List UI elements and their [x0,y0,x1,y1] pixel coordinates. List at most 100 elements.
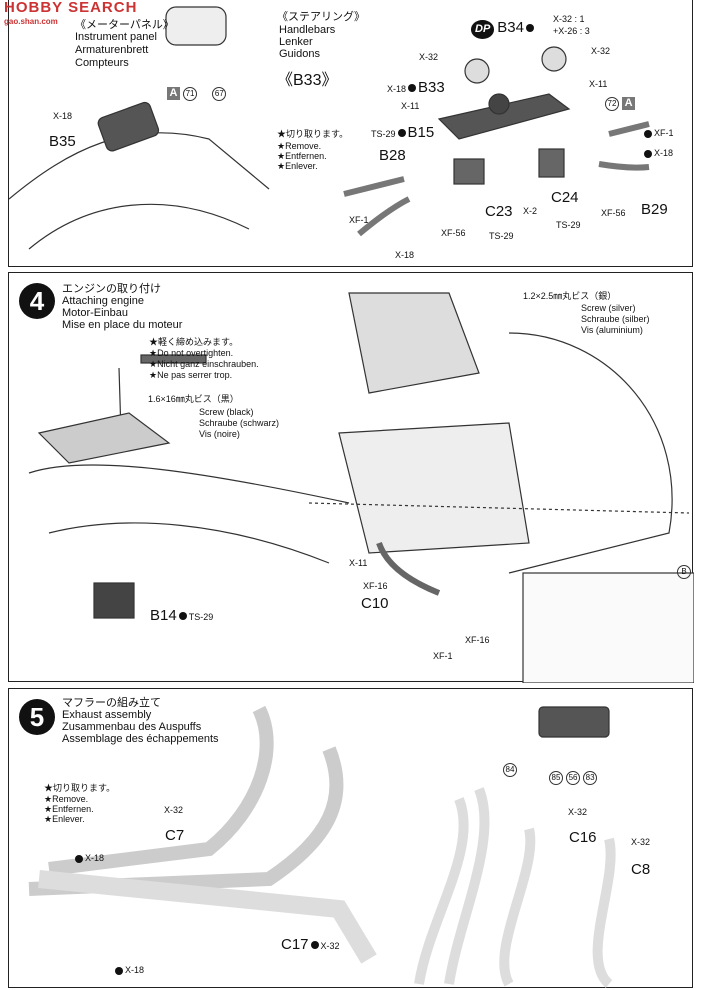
step5-remove-jp: ★切り取ります。 [44,783,116,793]
xf56-right: XF-56 [601,208,626,218]
watermark-logo: HOBBY SEARCH [4,0,138,16]
sprue-a-badge-72: A [622,97,636,110]
b15-paint: TS-29 [371,129,396,139]
instrument-panel-title-jp: 《メーターパネル》 [75,19,174,31]
exhaust-assembly-drawing [28,705,616,988]
step4-title-jp: エンジンの取り付け [62,283,161,295]
c17-paint: X-32 [320,941,340,951]
instrument-panel-title-en: Instrument panel [75,31,157,43]
remove-note-fr: ★Enlever. [277,161,318,171]
handlebars-title-en: Handlebars [279,24,336,36]
decal-83-label: 83 [583,771,598,785]
part-b33: X-18 B33 [387,79,445,96]
x18-top: X-18 [73,853,104,864]
instrument-panel-title-fr: Compteurs [75,57,129,69]
x2-label: X-2 [523,206,538,216]
b14-label: B14 [150,607,177,624]
step4-title-fr: Mise en place du moteur [62,319,183,331]
xf56-left: XF-56 [441,228,466,238]
xf1-right: XF-1 [642,128,674,139]
x11-label: X-11 [349,558,368,568]
c23-paint: TS-29 [489,231,514,241]
xf1-label: XF-1 [433,651,453,661]
step-5-badge: 5 [19,699,55,735]
screw-silver-fr: Vis (aluminium) [581,325,643,335]
screw-black-fr: Vis (noire) [199,429,240,439]
step-4-badge: 4 [19,283,55,319]
decal-85-label: 85 [549,771,563,785]
decal-56-label: 56 [566,771,581,785]
xf16-right: XF-16 [465,635,490,645]
x18-right-label: X-18 [654,148,674,158]
x18-bottom-label: X-18 [125,965,145,975]
b33-detail-title: 《B33》 [277,72,338,89]
decal-67: 67 [212,87,227,101]
handlebars-title-de: Lenker [279,36,313,48]
b33-paint: X-18 [387,84,407,94]
screw-black-de: Schraube (schwarz) [199,418,280,428]
screw-black-en: Screw (black) [199,407,254,417]
step5-title-fr: Assemblage des échappements [62,733,219,745]
handlebars-title-jp: 《ステアリング》 [277,11,365,23]
part72-ref: 72 A [605,97,636,111]
part-c10: C10 [361,595,389,612]
part-c24: C24 [551,189,579,206]
tighten-note-en: ★Do not overtighten. [149,348,234,358]
remove-note-jp: ★切り取ります。 [277,129,349,139]
decal-71: 71 [183,87,198,101]
inset-b-marker: B [677,565,691,579]
x18-bottom: X-18 [113,965,144,976]
b34-label: B34 [497,19,524,36]
step5-title-en: Exhaust assembly [62,709,152,721]
decal-refs: 85 56 83 [549,771,598,785]
part-b28: B28 [379,147,406,164]
screw-silver-size: 1.2×2.5㎜丸ビス（銀） [523,291,617,301]
screw-silver-en: Screw (silver) [581,303,636,313]
tighten-note-jp: ★軽く締め込みます。 [149,337,239,347]
step4-panel: 4 エンジンの取り付け Attaching engine Motor-Einba… [8,272,694,683]
c24-paint: TS-29 [556,220,581,230]
x18-bottom: X-18 [395,250,415,260]
part-c16: C16 [569,829,597,846]
b33-label: B33 [418,79,445,96]
step5-title-de: Zusammenbau des Auspuffs [62,721,202,733]
part-b29: B29 [641,201,668,218]
tighten-note-fr: ★Ne pas serrer trop. [149,370,233,380]
step5-title-jp: マフラーの組み立て [62,697,161,709]
c16-paint: X-32 [568,807,588,817]
part-c23: C23 [485,203,513,220]
part-b35: B35 [49,133,76,150]
decal-72: 72 [605,97,619,111]
part-b15: TS-29 B15 [371,124,434,141]
b34-paint-1: X-32 : 1 [553,14,585,24]
x11-left: X-11 [401,101,420,111]
step4-title-de: Motor-Einbau [62,307,129,319]
x18-right: X-18 [642,148,673,159]
xf1-left: XF-1 [349,215,369,225]
tighten-note-de: ★Nicht ganz einschrauben. [149,359,259,369]
b34-paint-2: +X-26 : 3 [553,26,590,36]
xf1-right-label: XF-1 [654,128,674,138]
step5-remove-de: ★Entfernen. [44,804,94,814]
c7-paint: X-32 [164,805,184,815]
engine-mounting-drawing [28,292,694,683]
part-c8: C8 [631,861,651,878]
instrument-panel-title-de: Armaturenbrett [75,44,149,56]
xf16-left: XF-16 [363,581,388,591]
step3-panel: 《メーターパネル》 Instrument panel Armaturenbret… [8,0,693,267]
watermark-url: gao.shan.com [4,17,58,26]
screw-silver-de: Schraube (silber) [581,314,650,324]
x32-left: X-32 [419,52,439,62]
remove-note-en: ★Remove. [277,141,322,151]
x18-top-label: X-18 [85,853,105,863]
screw-black-size: 1.6×16㎜丸ビス（黒） [148,394,239,404]
part-c7: C7 [165,827,185,844]
inset-b-label: B [677,565,691,579]
b15-label: B15 [407,124,435,141]
x11-right: X-11 [589,79,608,89]
remove-note-de: ★Entfernen. [277,151,327,161]
step4-title-en: Attaching engine [62,295,144,307]
